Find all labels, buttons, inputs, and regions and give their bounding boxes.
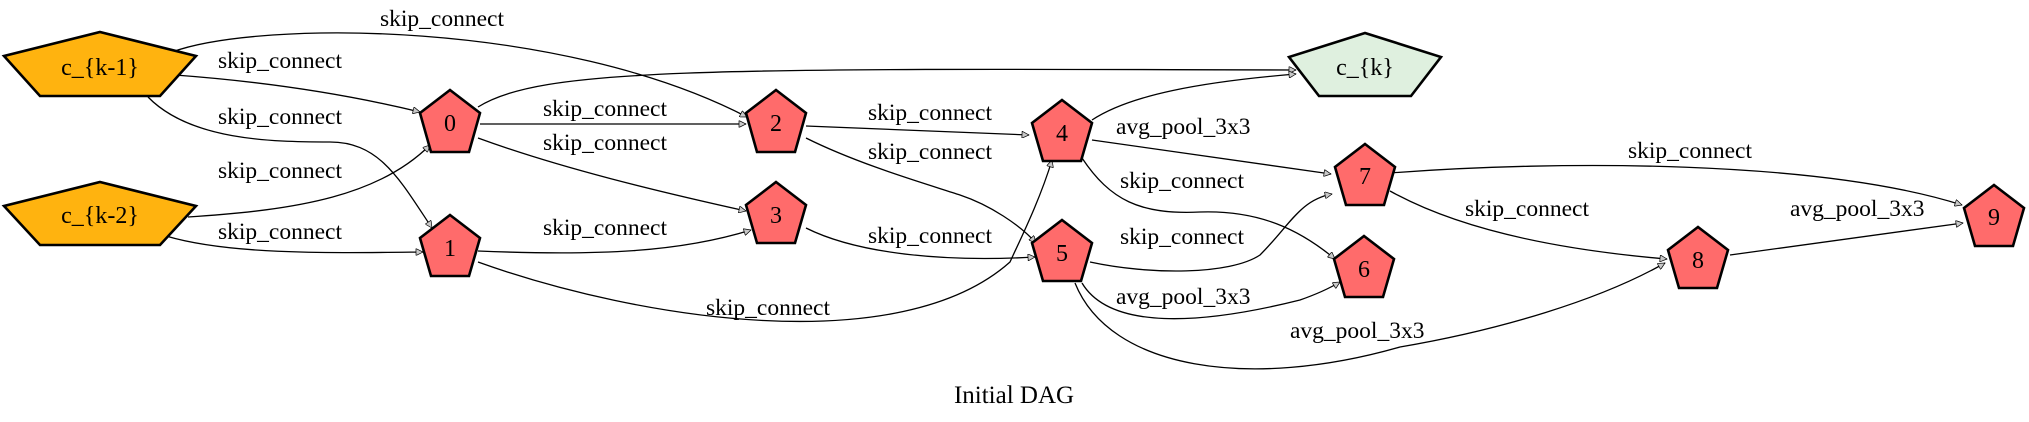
node-label: 9 (1988, 205, 2000, 231)
node-3: 3 (744, 180, 808, 245)
edge-n0-to-ck (477, 69, 1296, 108)
nodes: c_{k-1} c_{k-2} c_{k} 0 1 2 3 (1, 30, 2026, 299)
node-label: 8 (1692, 248, 1704, 274)
edge-labels: skip_connect skip_connect skip_connect s… (218, 6, 1924, 344)
edge-label-n5-n8: avg_pool_3x3 (1290, 318, 1424, 344)
edges (147, 32, 1963, 370)
node-9: 9 (1962, 183, 2026, 248)
node-5: 5 (1030, 218, 1094, 283)
node-label: c_{k-1} (61, 55, 139, 81)
node-label: c_{k-2} (61, 203, 139, 229)
node-c-k-minus-1: c_{k-1} (1, 30, 199, 98)
edge-label-n0-n2: skip_connect (543, 96, 667, 122)
node-0: 0 (418, 88, 482, 154)
edge-ck2-to-n1 (165, 235, 423, 253)
edge-n5-to-n6 (1081, 281, 1340, 320)
edge-n7-to-n9 (1389, 164, 1962, 205)
edge-label-n2-n4: skip_connect (868, 100, 992, 126)
edge-n4-to-n6 (1081, 157, 1335, 260)
node-label: 2 (770, 111, 782, 137)
edge-ck1-to-n0 (174, 74, 420, 112)
edge-n5-to-n8 (1074, 262, 1665, 370)
edge-ck2-to-n0 (187, 145, 430, 218)
node-label: 6 (1358, 257, 1370, 283)
edge-n4-to-n7 (1091, 139, 1331, 174)
edge-label-n7-n9: skip_connect (1628, 138, 1752, 164)
node-7: 7 (1333, 142, 1397, 207)
edge-n2-to-n5 (805, 137, 1036, 243)
edge-label-n4-n7: avg_pool_3x3 (1116, 114, 1250, 140)
node-label: 3 (770, 203, 782, 229)
edge-n8-to-n9 (1729, 223, 1963, 256)
node-c-k: c_{k} (1286, 31, 1444, 98)
edge-label-n7-n8: skip_connect (1465, 196, 1589, 222)
edge-n1-to-n3 (477, 230, 751, 254)
edge-label-n5-n7: skip_connect (1120, 224, 1244, 250)
node-8: 8 (1666, 225, 1730, 290)
node-c-k-minus-2: c_{k-2} (1, 180, 199, 247)
edge-label-n3-n5: skip_connect (868, 223, 992, 249)
edge-label-ck2-n0: skip_connect (218, 158, 342, 184)
node-1: 1 (418, 213, 482, 278)
edge-n1-to-n4 (477, 160, 1052, 323)
node-label: 1 (444, 236, 456, 262)
edge-n3-to-n5 (805, 227, 1035, 258)
node-4: 4 (1030, 98, 1094, 163)
node-label: 7 (1359, 164, 1371, 190)
edge-n7-to-n8 (1389, 190, 1667, 259)
node-label: 4 (1056, 121, 1068, 147)
edge-label-n8-n9: avg_pool_3x3 (1790, 196, 1924, 222)
edge-label-ck1-n1: skip_connect (218, 104, 342, 130)
edge-label-n4-n6: skip_connect (1120, 168, 1244, 194)
edge-label-n5-n6: avg_pool_3x3 (1116, 284, 1250, 310)
edge-label-n1-n3: skip_connect (543, 215, 667, 241)
node-label: c_{k} (1336, 55, 1394, 81)
edge-label-n2-n5: skip_connect (868, 139, 992, 165)
node-2: 2 (744, 88, 808, 154)
edge-ck1-to-n1 (147, 96, 433, 228)
edge-n0-to-n3 (477, 137, 746, 211)
edge-n2-to-n4 (805, 125, 1029, 135)
diagram-title: Initial DAG (954, 382, 1074, 409)
node-label: 5 (1056, 241, 1068, 267)
edge-label-ck2-n1: skip_connect (218, 219, 342, 245)
edge-n4-to-ck (1091, 74, 1296, 121)
edge-label-n1-n4: skip_connect (706, 295, 830, 321)
edge-label-n0-n3: skip_connect (543, 130, 667, 156)
edge-label-ck1-n0: skip_connect (218, 48, 342, 74)
edge-ck1-to-n2 (171, 32, 747, 118)
node-6: 6 (1332, 234, 1396, 299)
edge-n5-to-n7 (1089, 194, 1332, 272)
edge-label-ck1-n2: skip_connect (380, 6, 504, 32)
node-label: 0 (444, 111, 456, 137)
